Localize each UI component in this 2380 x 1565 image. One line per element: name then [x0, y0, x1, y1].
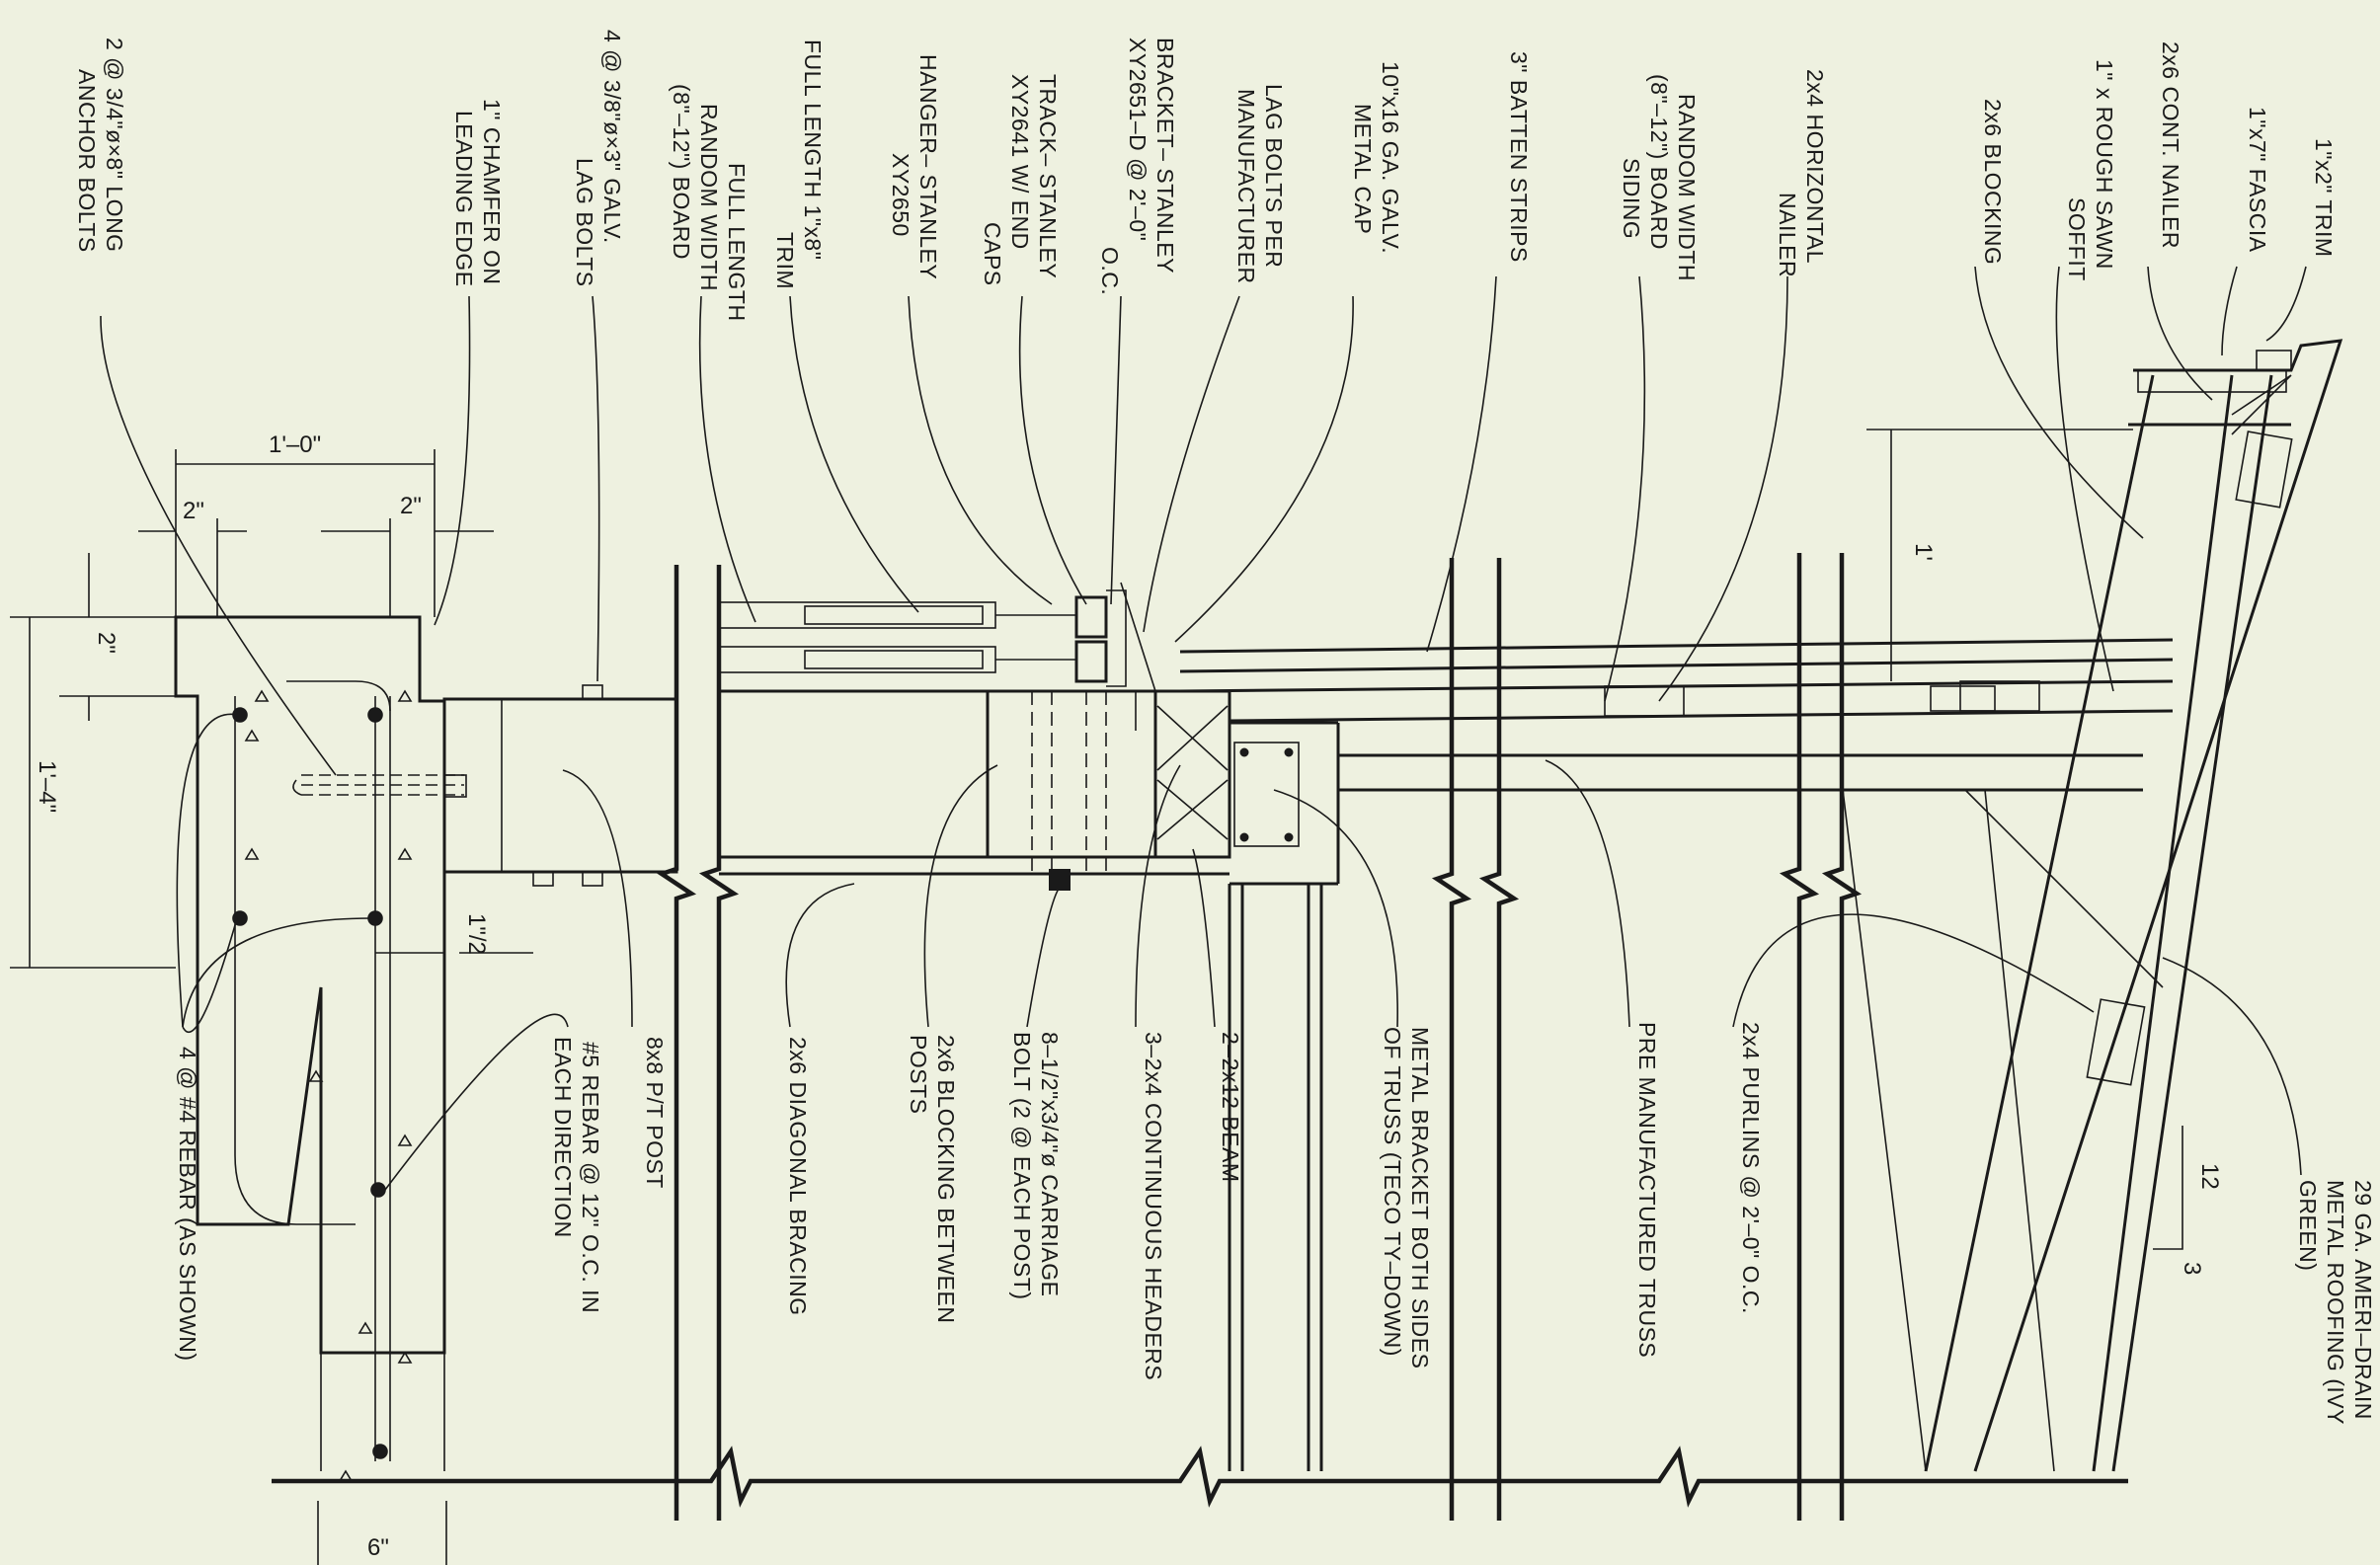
track-hanger-assembly	[718, 582, 1156, 731]
concrete-footing	[174, 615, 446, 1471]
label-anchor-bolts-1: 2 @ 3/4"ø×8" LONG	[102, 38, 127, 253]
slope-3: 3	[2179, 1262, 2205, 1275]
label-siding-3: SIDING	[1619, 158, 1644, 239]
dim-1-4: 1'–4"	[34, 760, 60, 813]
label-nailer-2: NAILER	[1775, 193, 1800, 277]
label-board-2: RANDOM WIDTH	[696, 104, 722, 291]
dim-2-vert: 2"	[93, 632, 119, 654]
label-fascia: 1"x7" FASCIA	[2245, 107, 2270, 253]
roof-structure	[1924, 339, 2343, 1472]
label-metal-cap-1: 10"x16 GA. GALV.	[1378, 61, 1403, 254]
label-roofing-2: METAL ROOFING (IVY	[2323, 1180, 2348, 1425]
label-rebar-5-2: EACH DIRECTION	[550, 1037, 576, 1238]
dim-1ft: 1'	[1910, 543, 1937, 561]
label-rebar-4: 4 @ #4 REBAR (AS SHOWN)	[175, 1047, 200, 1362]
label-nailer-1: 2x4 HORIZONTAL	[1802, 69, 1828, 264]
aggregate-marks	[244, 689, 413, 1482]
label-purlins: 2x4 PURLINS @ 2'–0" O.C.	[1738, 1022, 1764, 1314]
label-anchor-bolts-2: ANCHOR BOLTS	[74, 69, 100, 253]
label-hanger-2: XY2650	[888, 153, 913, 237]
label-roofing-1: 29 GA. AMERI–DRAIN	[2350, 1180, 2376, 1420]
label-trim-top: 1"x2" TRIM	[2311, 138, 2337, 258]
label-blk-posts-1: 2x6 BLOCKING BETWEEN	[933, 1035, 959, 1323]
label-chamfer-2: LEADING EDGE	[451, 111, 477, 287]
label-headers: 3–2x4 CONTINUOUS HEADERS	[1141, 1032, 1166, 1380]
label-trim-2: TRIM	[772, 232, 798, 289]
label-track-2: XY2641 W/ END	[1007, 74, 1033, 250]
post-8x8	[442, 697, 678, 874]
dim-2-right: 2"	[400, 493, 422, 519]
label-trim-1: FULL LENGTH 1"x8"	[800, 39, 826, 260]
label-siding-2: (8"–12") BOARD	[1646, 74, 1672, 250]
label-lag-bolts-1: 4 @ 3/8"ø×3" GALV.	[599, 30, 625, 244]
label-metal-bracket-1: METAL BRACKET BOTH SIDES	[1407, 1027, 1433, 1369]
label-diag: 2x6 DIAGONAL BRACING	[785, 1037, 811, 1316]
dimension-lines	[10, 429, 2133, 1565]
label-hanger-1: HANGER– STANLEY	[915, 54, 941, 279]
post-brackets	[443, 684, 603, 887]
label-roofing-3: GREEN)	[2295, 1180, 2321, 1271]
label-rebar-5-1: #5 REBAR @ 12" O.C. IN	[578, 1042, 603, 1313]
label-beam: 2–2x12 BEAM	[1218, 1032, 1243, 1183]
callout-labels: 2 @ 3/4"ø×8" LONG ANCHOR BOLTS 1" CHAMFE…	[74, 30, 2376, 1425]
label-blocking-top: 2x6 BLOCKING	[1980, 99, 2006, 265]
label-board-3: (8"–12") BOARD	[669, 84, 694, 260]
post-columns	[656, 553, 1863, 1521]
label-carriage-1: 8–1/2"x3/4"ø CARRIAGE	[1037, 1032, 1063, 1296]
label-cont-nailer: 2x6 CONT. NAILER	[2158, 41, 2183, 249]
truss-and-siding	[1179, 638, 2174, 1472]
footing-rebar	[232, 680, 464, 1461]
label-post: 8x8 P/T POST	[642, 1037, 668, 1189]
dim-half: 1"/2	[463, 913, 490, 955]
carriage-bolt-nut	[1049, 869, 1071, 891]
label-lag-mfr-1: LAG BOLTS PER	[1261, 84, 1287, 268]
label-blk-posts-2: POSTS	[906, 1035, 931, 1114]
label-chamfer-1: 1" CHAMFER ON	[479, 99, 505, 284]
carriage-bolts	[1031, 691, 1107, 874]
dimension-labels: 1'–0" 2" 2" 2" 1'–4" 1"/2 6" 1' 12 3	[34, 431, 2223, 1561]
label-soffit-1: 1" x ROUGH SAWN	[2092, 59, 2117, 270]
label-bracket-2: XY2651–D @ 2'–0"	[1125, 38, 1150, 241]
label-soffit-2: SOFFIT	[2064, 197, 2090, 281]
label-truss: PRE MANUFACTURED TRUSS	[1634, 1022, 1660, 1358]
label-track-3: CAPS	[980, 222, 1005, 286]
label-metal-bracket-2: OF TRUSS (TECO TY–DOWN)	[1380, 1027, 1405, 1357]
dim-2-left: 2"	[183, 498, 204, 524]
ground-line	[272, 1446, 2128, 1508]
label-lag-mfr-2: MANUFACTURER	[1233, 89, 1259, 284]
label-board-1: FULL LENGTH	[724, 163, 750, 322]
label-batten: 3" BATTEN STRIPS	[1506, 51, 1532, 263]
beam-and-headers	[719, 689, 1340, 1471]
roof-slope-symbol	[2153, 1126, 2183, 1250]
dim-1-0: 1'–0"	[269, 431, 321, 458]
label-track-1: TRACK– STANLEY	[1035, 74, 1061, 278]
slope-12: 12	[2196, 1163, 2223, 1190]
label-bracket-3: O.C.	[1097, 247, 1123, 295]
leader-lines	[100, 266, 2307, 1191]
label-lag-bolts-2: LAG BOLTS	[572, 158, 597, 287]
label-metal-cap-2: METAL CAP	[1350, 104, 1376, 234]
label-bracket-1: BRACKET– STANLEY	[1152, 38, 1178, 274]
dim-6: 6"	[367, 1534, 389, 1561]
label-siding-1: RANDOM WIDTH	[1674, 94, 1700, 281]
label-carriage-2: BOLT (2 @ EACH POST)	[1009, 1032, 1035, 1300]
